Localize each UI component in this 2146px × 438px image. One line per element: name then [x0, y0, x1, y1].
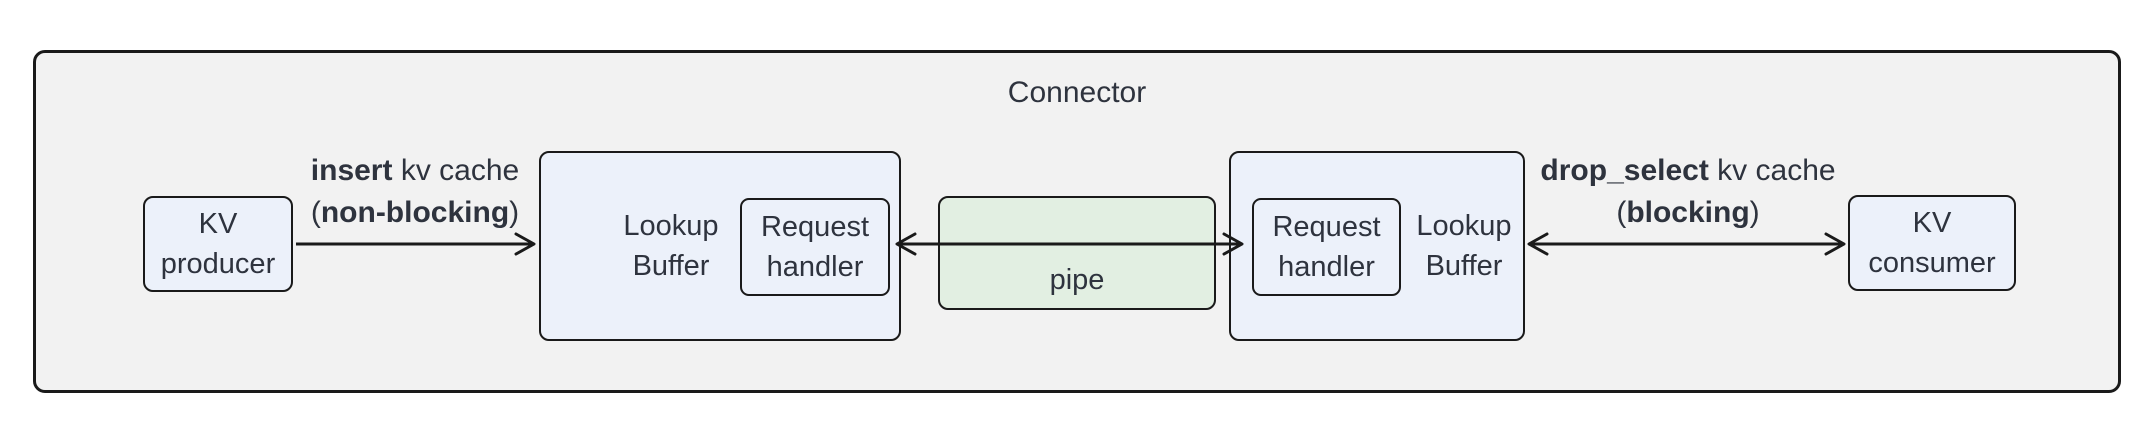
connector-title: Connector	[1007, 76, 1147, 109]
pipe-node: pipe	[938, 196, 1216, 310]
request-handler-left-label: Request handler	[760, 211, 869, 283]
lookup-buffer-right-node: Request handler Lookup Buffer	[1229, 151, 1525, 341]
lookup-buffer-right-label: Lookup Buffer	[1416, 210, 1512, 282]
pipe-label: pipe	[1049, 264, 1105, 296]
insert-arrow-label-line2: (non-blocking)	[311, 192, 519, 234]
drop-select-paren-close: )	[1749, 196, 1760, 229]
request-handler-right-node: Request handler	[1252, 198, 1401, 296]
insert-verb: insert	[310, 154, 393, 187]
drop-select-arrow-label-line2: (blocking)	[1540, 192, 1835, 234]
lookup-buffer-left-label: Lookup Buffer	[623, 210, 719, 282]
drop-select-arrow-label: drop_select kv cache (blocking)	[1540, 150, 1835, 234]
insert-paren-close: )	[509, 196, 520, 229]
insert-arrow-label: insert kv cache (non-blocking)	[311, 150, 519, 234]
kv-consumer-node: KV consumer	[1848, 195, 2016, 291]
drop-select-rest: kv cache	[1708, 154, 1836, 187]
kv-producer-label: KV producer	[160, 208, 276, 280]
insert-rest: kv cache	[392, 154, 520, 187]
drop-select-arrow-label-line1: drop_select kv cache	[1540, 150, 1835, 192]
lookup-buffer-left-node: Lookup Buffer Request handler	[539, 151, 901, 341]
drop-select-paren-open: (	[1616, 196, 1627, 229]
request-handler-right-label: Request handler	[1272, 211, 1381, 283]
drop-select-mode: blocking	[1626, 196, 1750, 229]
insert-mode: non-blocking	[320, 196, 510, 229]
request-handler-left-node: Request handler	[740, 198, 890, 296]
kv-producer-node: KV producer	[143, 196, 293, 292]
kv-consumer-label: KV consumer	[1868, 207, 1996, 279]
insert-arrow-label-line1: insert kv cache	[311, 150, 519, 192]
drop-select-verb: drop_select	[1540, 154, 1709, 187]
insert-paren-open: (	[310, 196, 321, 229]
